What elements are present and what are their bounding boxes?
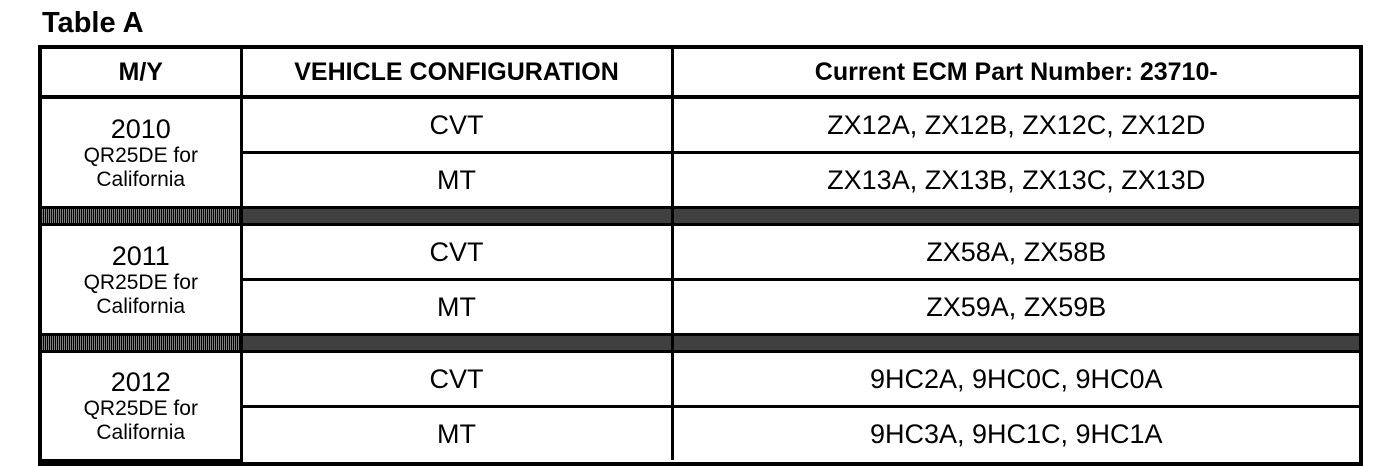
table-row: MT ZX13A, ZX13B, ZX13C, ZX13D (42, 151, 1359, 208)
cell-ecm-part-numbers: ZX13A, ZX13B, ZX13C, ZX13D (672, 151, 1359, 208)
my-year: 2010 (110, 113, 171, 144)
group-separator-band (42, 333, 1359, 353)
my-cell-2010: 2010 QR25DE for California (42, 97, 243, 208)
cell-ecm-part-numbers: ZX58A, ZX58B (672, 224, 1359, 280)
my-region-note: California (96, 167, 186, 191)
table-header-row: M/Y VEHICLE CONFIGURATION Current ECM Pa… (42, 49, 1359, 99)
group-separator-band (42, 206, 1359, 226)
separator-segment (672, 333, 1359, 353)
my-cell-2012: 2012 QR25DE for California (42, 351, 243, 462)
my-cell-2011: 2011 QR25DE for California (42, 224, 243, 335)
table-row: MT ZX59A, ZX59B (42, 278, 1359, 335)
table-row: MT 9HC3A, 9HC1C, 9HC1A (42, 405, 1359, 460)
separator-segment (241, 206, 674, 226)
cell-vehicle-configuration: MT (241, 278, 674, 335)
cell-ecm-part-numbers: 9HC3A, 9HC1C, 9HC1A (672, 405, 1359, 460)
my-engine-note: QR25DE for (83, 396, 198, 420)
my-engine-note: QR25DE for (83, 270, 198, 294)
separator-segment (672, 206, 1359, 226)
cell-ecm-part-numbers: ZX12A, ZX12B, ZX12C, ZX12D (672, 97, 1359, 153)
cell-vehicle-configuration: MT (241, 405, 674, 460)
separator-segment (42, 333, 243, 353)
cell-ecm-part-numbers: ZX59A, ZX59B (672, 278, 1359, 335)
cell-vehicle-configuration: MT (241, 151, 674, 208)
separator-segment (42, 206, 243, 226)
my-region-note: California (96, 420, 186, 444)
separator-segment (241, 333, 674, 353)
my-year: 2012 (110, 366, 171, 397)
page-title: Table A (42, 7, 144, 39)
cell-vehicle-configuration: CVT (241, 97, 674, 153)
column-header-vehicle-configuration: VEHICLE CONFIGURATION (241, 49, 674, 99)
my-engine-note: QR25DE for (83, 143, 198, 167)
table-row: 2011 QR25DE for California CVT ZX58A, ZX… (42, 224, 1359, 335)
column-header-ecm-part-number: Current ECM Part Number: 23710- (672, 49, 1359, 99)
cell-ecm-part-numbers: 9HC2A, 9HC0C, 9HC0A (672, 351, 1359, 407)
cell-vehicle-configuration: CVT (241, 351, 674, 407)
table-row: 2010 QR25DE for California CVT ZX12A, ZX… (42, 97, 1359, 208)
my-region-note: California (96, 294, 186, 318)
my-year: 2011 (111, 240, 170, 271)
table-row: 2012 QR25DE for California CVT 9HC2A, 9H… (42, 351, 1359, 462)
ecm-part-number-table: M/Y VEHICLE CONFIGURATION Current ECM Pa… (38, 45, 1363, 466)
column-header-my: M/Y (42, 49, 243, 99)
cell-vehicle-configuration: CVT (241, 224, 674, 280)
